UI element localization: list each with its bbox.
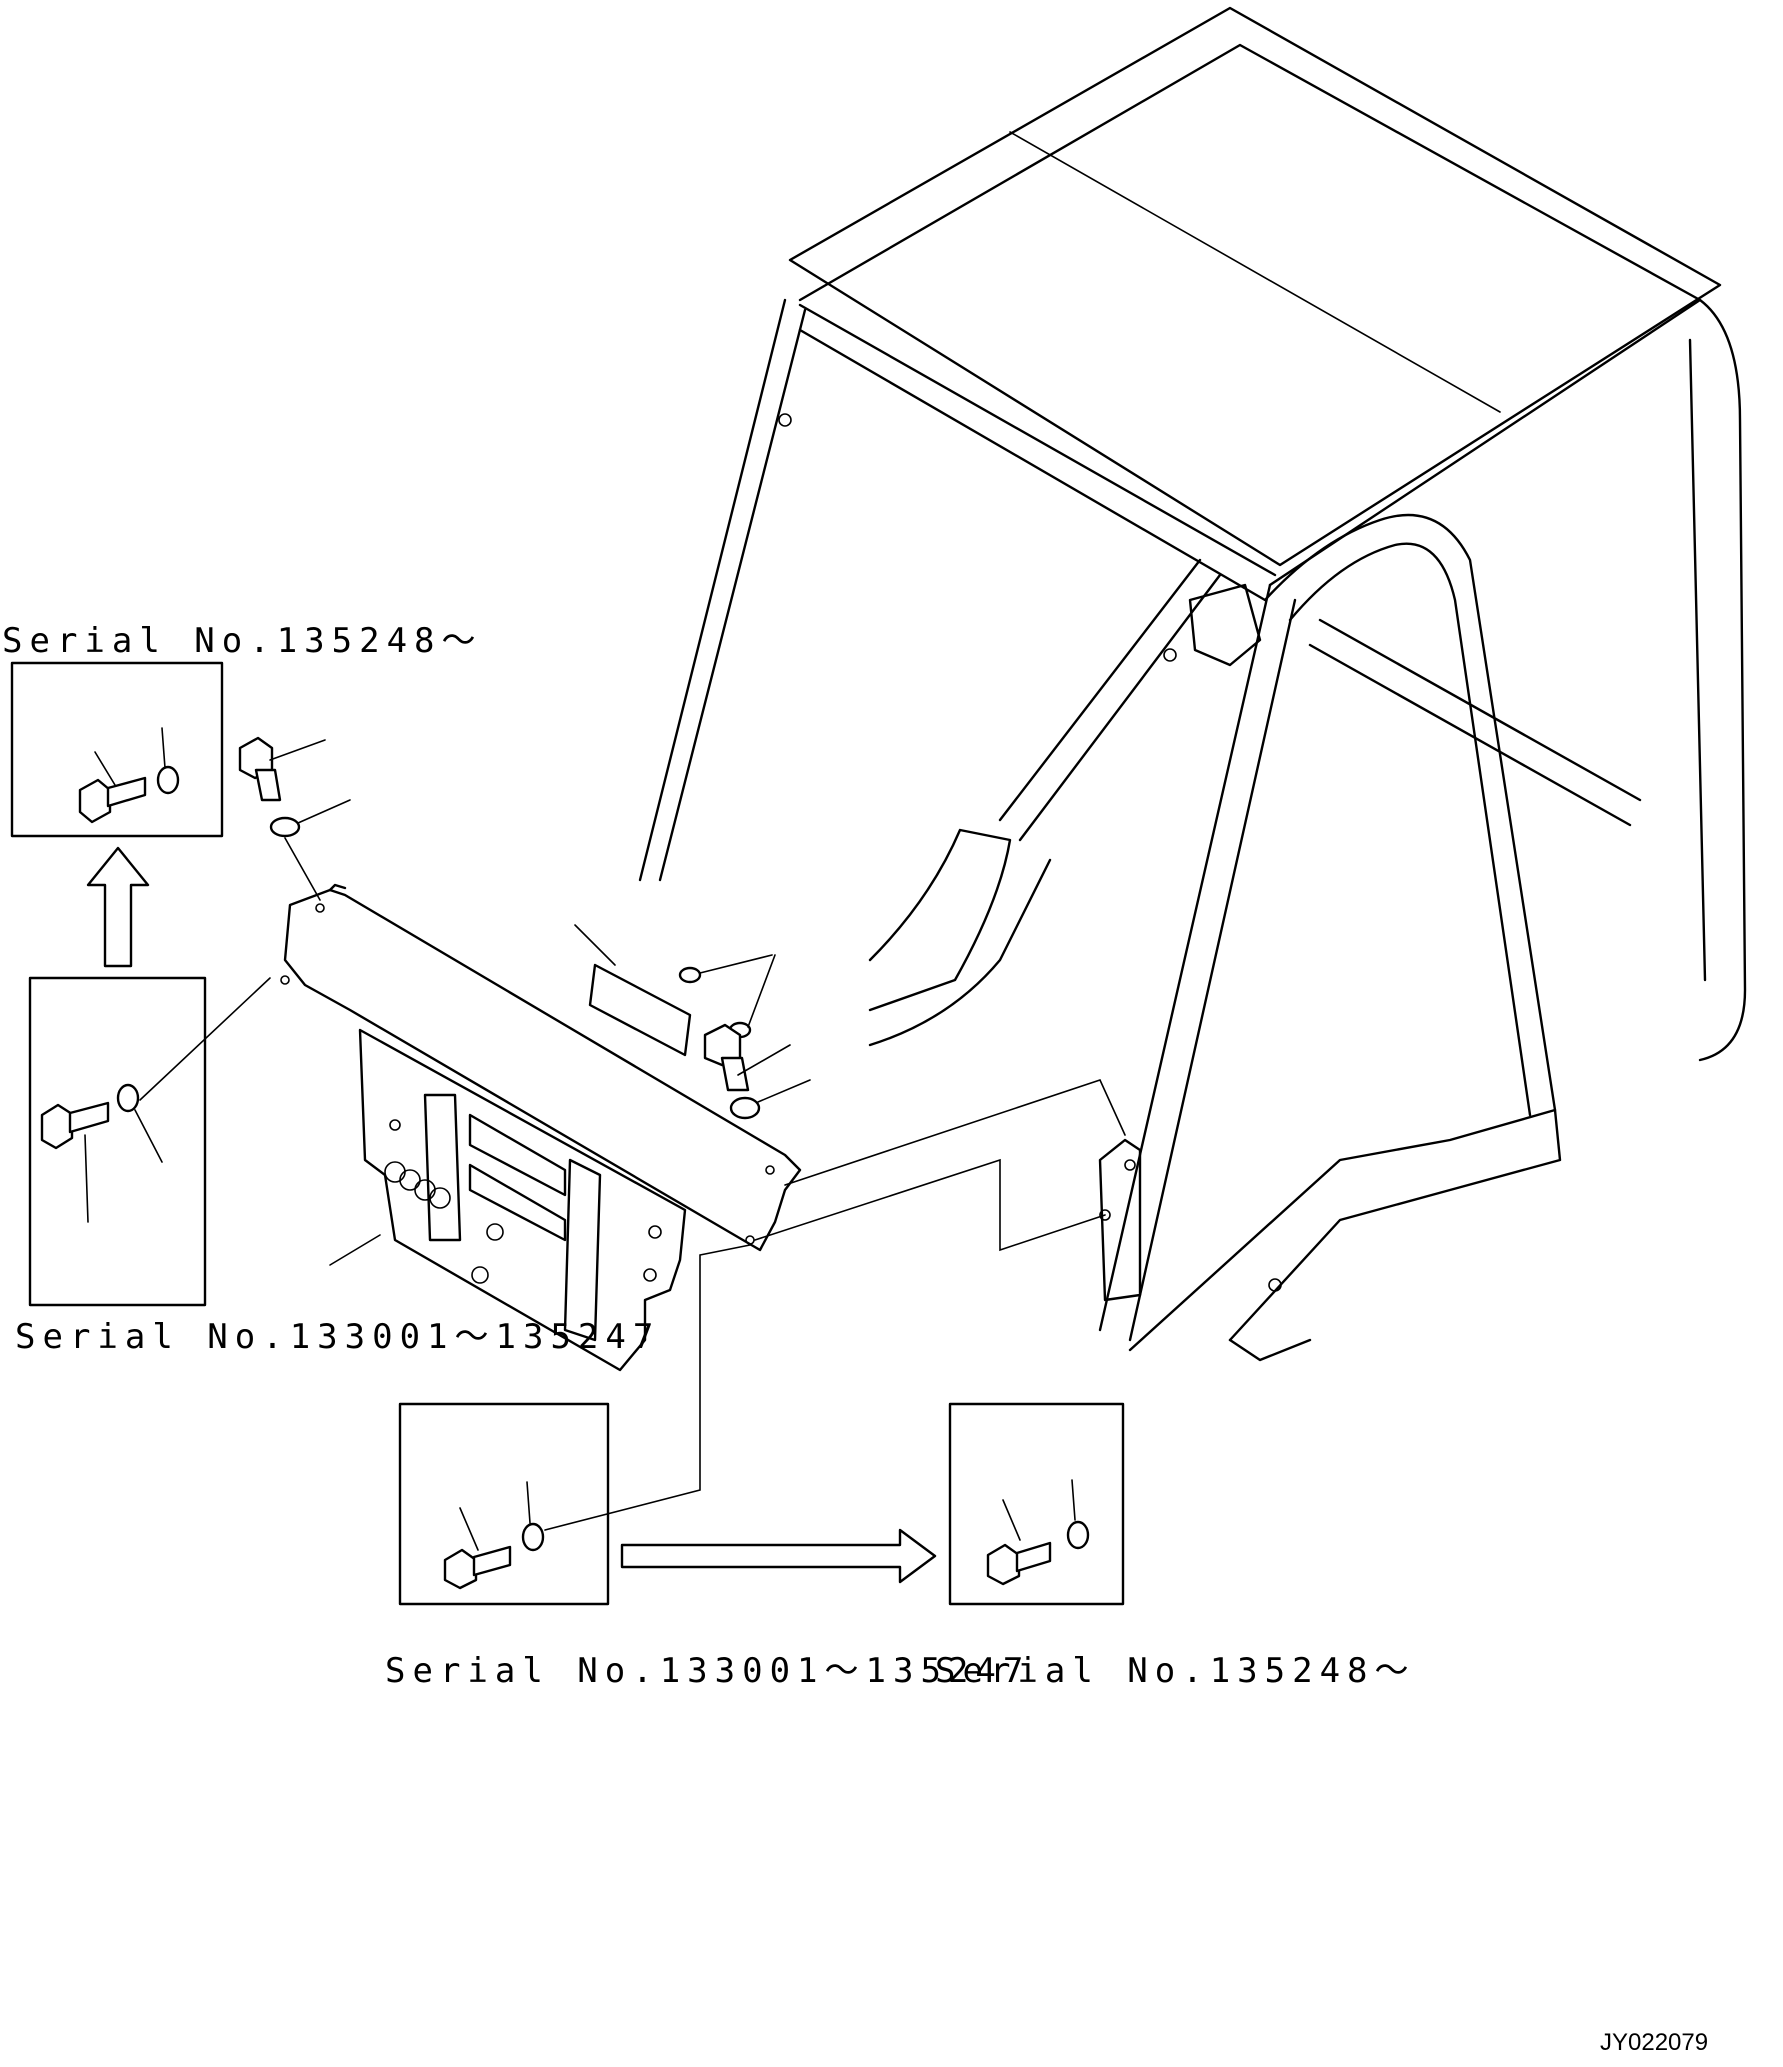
washer-icon [729,1096,761,1120]
washer-icon [116,1083,140,1113]
up-arrow-icon [86,846,150,968]
cab-frame [638,6,1747,1362]
serial-label-top-left: Serial No.135248〜 [2,621,483,661]
bolt-icon [40,1101,110,1150]
panel-assembly [280,883,802,1372]
serial-label-bottom-right: Serial No.135248〜 [935,1651,1416,1691]
bolt-icon [78,776,147,824]
washer-icon [269,816,301,838]
drawing-code: JY022079 [1600,2029,1708,2056]
bolt-icon [703,1023,750,1092]
washer-icon [521,1522,545,1552]
washer-icon [1066,1520,1090,1550]
inset-top-left: Serial No.135248〜 [2,621,483,838]
bolt-icon [986,1541,1052,1586]
inset-mid-left: Serial No.133001〜135247 [15,976,660,1357]
screw-icon [678,966,752,1039]
serial-label-mid-left: Serial No.133001〜135247 [15,1317,660,1357]
serial-label-bottom-mid: Serial No.133001〜135247 [385,1651,1030,1691]
bolt-icon [238,736,282,802]
washer-icon [156,765,180,795]
inset-bottom-mid: Serial No.133001〜135247 [385,1402,1030,1691]
inset-bottom-right: Serial No.135248〜 [935,1402,1416,1691]
bolt-icon [443,1545,512,1590]
name-plate [574,924,692,1057]
right-arrow-icon [620,1528,937,1584]
